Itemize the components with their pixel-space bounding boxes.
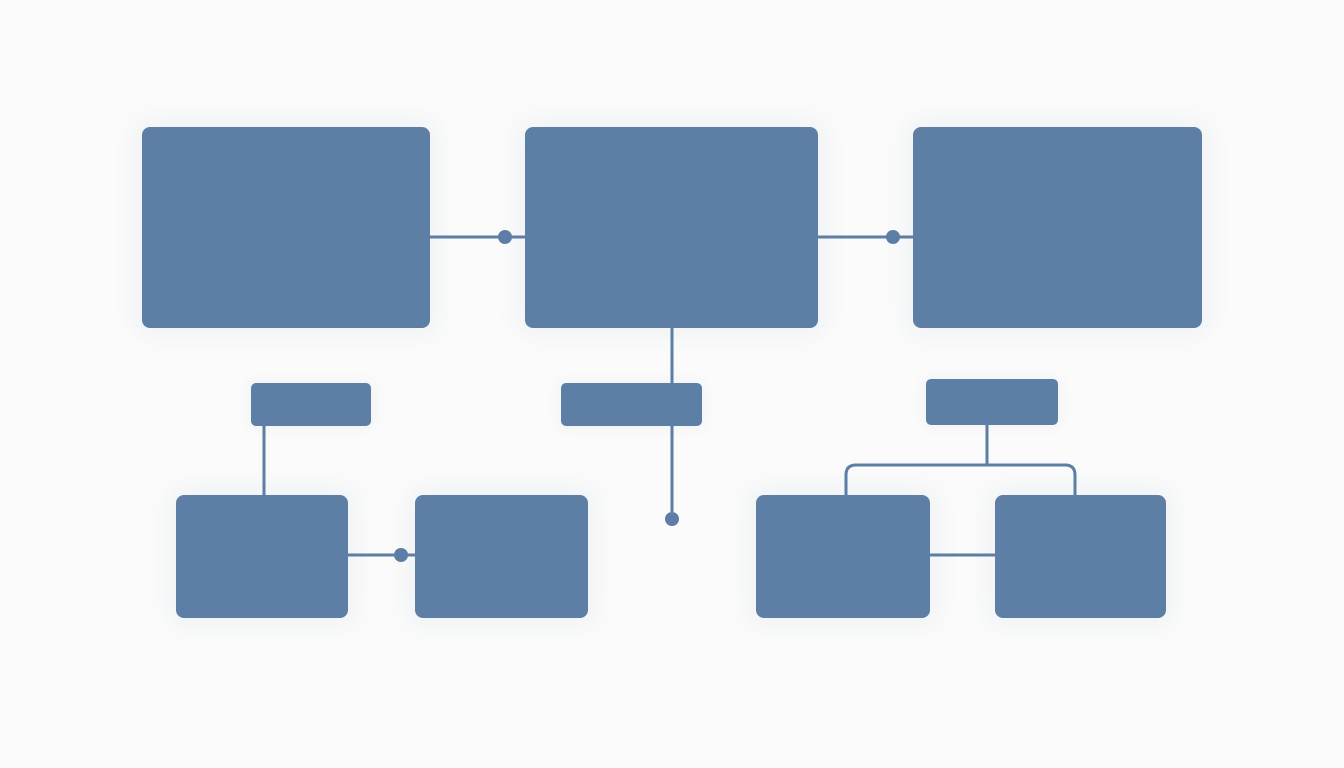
connector-dot-center-end [665,512,679,526]
connector-dot-bottom-left [394,548,408,562]
label-block-right [926,379,1058,425]
block-top-middle [525,127,818,328]
label-block-center [561,383,702,426]
connector-right-branch [844,463,1077,496]
block-top-left [142,127,430,328]
label-block-left [251,383,371,426]
block-bottom-left-a [176,495,348,618]
block-bottom-right-b [995,495,1166,618]
block-bottom-right-a [756,495,930,618]
connector-dot-top-left [498,230,512,244]
block-bottom-left-b [415,495,588,618]
connector-dot-top-right [886,230,900,244]
block-top-right [913,127,1202,328]
